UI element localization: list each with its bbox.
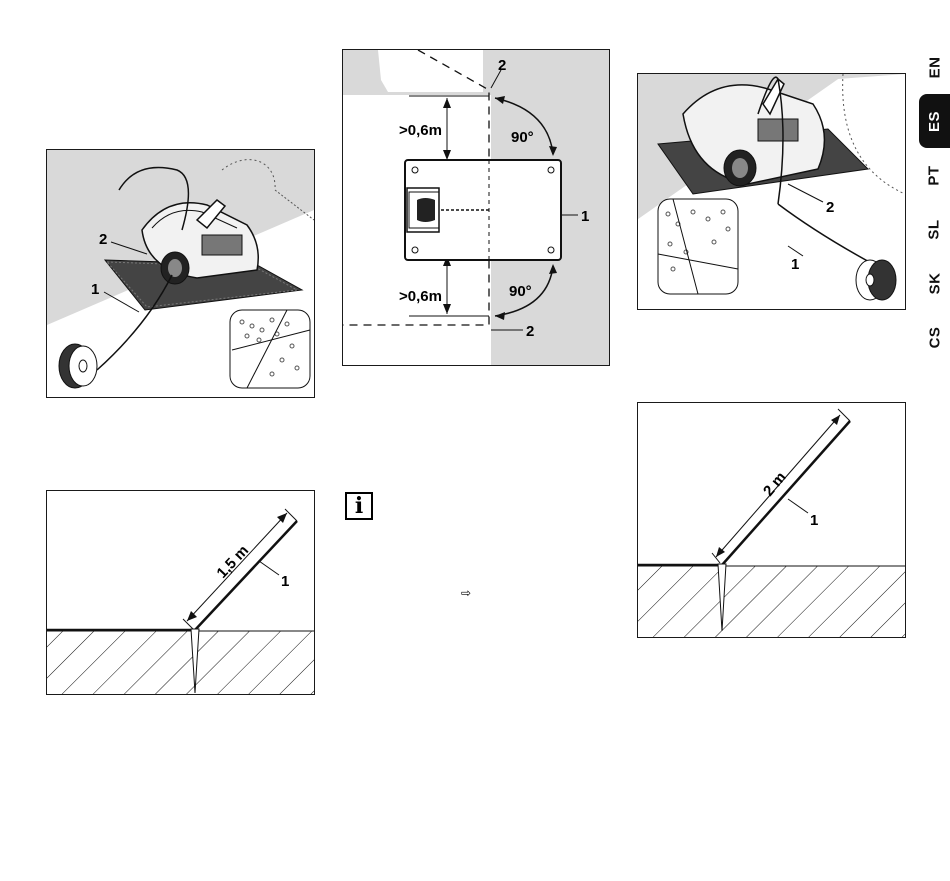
callout-1: 1 (281, 573, 289, 590)
tab-pt[interactable]: PT (919, 148, 950, 202)
tab-sk[interactable]: SK (919, 256, 950, 310)
callout-1: 1 (581, 208, 589, 225)
figure-robot-dock-right: 2 1 (637, 73, 906, 310)
angle-top-label: 90° (511, 129, 534, 146)
figure-wire-1-5m: 1,5 m 1 (46, 490, 315, 695)
callout-1: 1 (791, 256, 799, 273)
tab-cs-label: CS (926, 326, 943, 348)
tab-en-label: EN (926, 56, 943, 78)
figure-wire-2m: 2 m 1 (637, 402, 906, 638)
tab-sl[interactable]: SL (919, 202, 950, 256)
tab-pt-label: PT (926, 165, 943, 185)
callout-2-bottom: 2 (526, 323, 534, 340)
tab-sk-label: SK (926, 272, 943, 294)
figure-robot-dock-left: 2 1 (46, 149, 315, 398)
callout-1: 1 (91, 281, 99, 298)
tab-es[interactable]: ES (919, 94, 950, 148)
angle-bottom-label: 90° (509, 283, 532, 300)
info-icon: i (345, 492, 373, 520)
tab-es-label: ES (926, 110, 943, 131)
callout-2: 2 (99, 231, 107, 248)
distance-top-label: >0,6m (399, 122, 442, 139)
tab-sl-label: SL (926, 219, 943, 239)
info-glyph: i (355, 495, 363, 517)
callout-2-top: 2 (498, 57, 506, 74)
distance-bottom-label: >0,6m (399, 288, 442, 305)
tab-cs[interactable]: CS (919, 310, 950, 364)
figure-dock-layout: >0,6m >0,6m 90° 90° 2 1 2 (342, 49, 610, 366)
tab-en[interactable]: EN (919, 40, 950, 94)
arrow-right-icon: ⇨ (461, 586, 471, 600)
callout-1: 1 (810, 512, 818, 529)
callout-2: 2 (826, 199, 834, 216)
